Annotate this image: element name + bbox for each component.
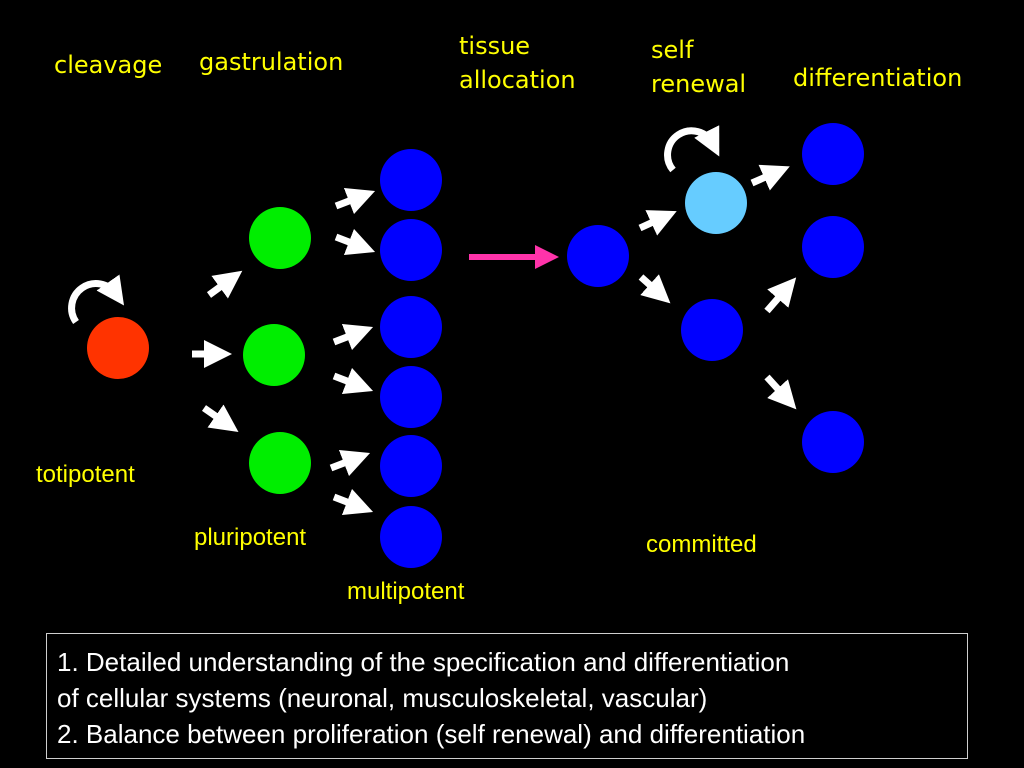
arrow bbox=[334, 187, 376, 215]
arrow bbox=[764, 277, 797, 314]
note-line: 1. Detailed understanding of the specifi… bbox=[57, 647, 790, 677]
pluripotent-cell bbox=[249, 432, 311, 494]
self-renewal-loop-arrow bbox=[664, 125, 720, 173]
self-renewing-cell bbox=[685, 172, 747, 234]
totipotent-cell bbox=[87, 317, 149, 379]
pluripotent-cell bbox=[243, 324, 305, 386]
pluripotent-cell bbox=[249, 207, 311, 269]
note-line: of cellular systems (neuronal, musculosk… bbox=[57, 683, 708, 713]
arrow bbox=[332, 488, 374, 516]
self-renewal-loop-arrow bbox=[68, 274, 125, 325]
differentiated-cell bbox=[802, 123, 864, 185]
multipotent-cell bbox=[380, 506, 442, 568]
stage-label-self-renewal: self renewal bbox=[651, 33, 746, 101]
potency-label-pluripotent: pluripotent bbox=[194, 524, 307, 551]
arrow bbox=[329, 449, 371, 477]
committed-cell bbox=[681, 299, 743, 361]
notes-box: 1. Detailed understanding of the specifi… bbox=[46, 633, 968, 759]
differentiated-cell bbox=[802, 411, 864, 473]
potency-label-totipotent: totipotent bbox=[36, 461, 135, 488]
stage-label-differentiation: differentiation bbox=[793, 64, 963, 92]
multipotent-cell bbox=[380, 296, 442, 358]
stage-label-line: allocation bbox=[459, 66, 576, 94]
multipotent-cell bbox=[380, 435, 442, 497]
arrow bbox=[764, 374, 797, 410]
arrow bbox=[638, 210, 677, 236]
arrow bbox=[202, 404, 239, 432]
stage-label-cleavage: cleavage bbox=[54, 51, 163, 79]
arrow bbox=[334, 228, 376, 256]
note-line: 2. Balance between proliferation (self r… bbox=[57, 719, 806, 749]
multipotent-cell bbox=[380, 219, 442, 281]
arrow bbox=[332, 323, 374, 351]
stage-label-tissue-allocation: tissue allocation bbox=[459, 29, 576, 97]
arrow bbox=[750, 164, 790, 191]
committed-cell bbox=[567, 225, 629, 287]
arrow bbox=[332, 367, 374, 395]
stage-label-gastrulation: gastrulation bbox=[199, 48, 344, 76]
differentiated-cell bbox=[802, 216, 864, 278]
stage-label-line: self bbox=[651, 36, 694, 64]
multipotent-cell bbox=[380, 366, 442, 428]
arrow bbox=[638, 274, 671, 304]
multipotent-cell bbox=[380, 149, 442, 211]
stage-label-line: renewal bbox=[651, 70, 747, 98]
potency-label-multipotent: multipotent bbox=[347, 578, 465, 605]
stage-label-line: tissue bbox=[459, 32, 531, 60]
potency-label-committed: committed bbox=[646, 531, 757, 558]
arrow bbox=[206, 270, 243, 299]
